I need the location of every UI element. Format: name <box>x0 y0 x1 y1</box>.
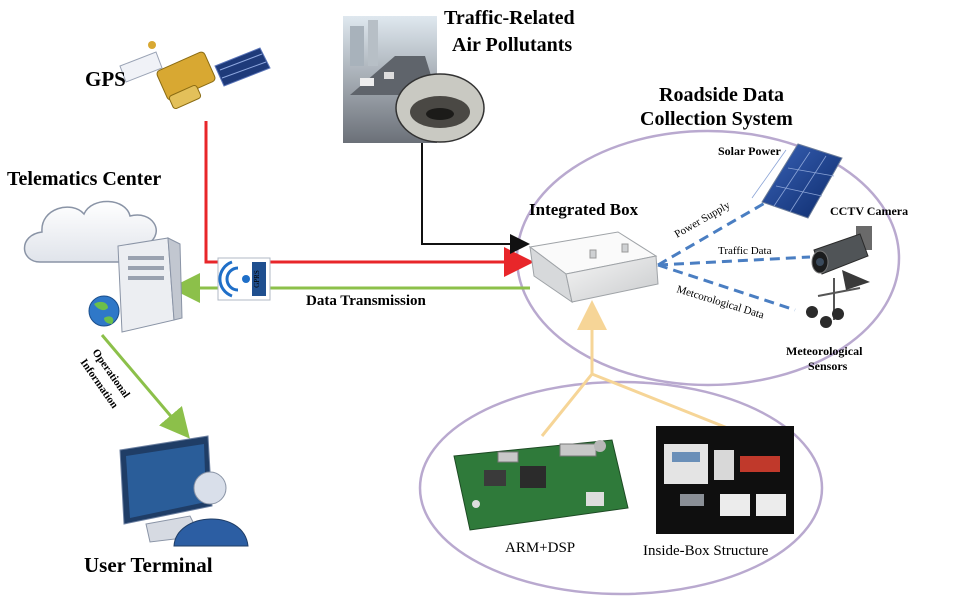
arm-dsp-label: ARM+DSP <box>505 540 575 556</box>
arm-dsp-board-image <box>453 439 629 531</box>
satellite-icon <box>119 41 271 110</box>
pollutants-title-line1: Traffic-Related <box>444 7 575 29</box>
meteorological-sensors-line2: Sensors <box>808 359 848 373</box>
monitor-icon <box>119 435 213 543</box>
roadside-title-line1: Roadside Data <box>659 84 784 106</box>
roadside-title-line2: Collection System <box>640 108 793 130</box>
hardware-ellipse <box>418 380 824 596</box>
traffic-road-image <box>343 16 485 143</box>
gps-label: GPS <box>85 67 126 91</box>
traffic-data-label: Traffic Data <box>718 245 772 257</box>
solar-panel-image <box>751 143 843 219</box>
integrated-box-label: Integrated Box <box>529 200 639 219</box>
gprs-icon <box>217 257 271 301</box>
cctv-camera-label: CCTV Camera <box>830 204 908 218</box>
power-supply-link <box>657 198 771 267</box>
user-icon <box>173 471 249 547</box>
globe-icon <box>88 295 120 327</box>
gps-link <box>204 121 534 277</box>
gprs-label: GPRS <box>253 270 261 288</box>
meteorological-data-label: Metcorological Data <box>675 283 765 321</box>
data-transmission-label: Data Transmission <box>306 293 427 309</box>
pollutants-title-line2: Air Pollutants <box>452 34 572 56</box>
inside-box-image <box>656 426 794 534</box>
user-terminal-label: User Terminal <box>84 553 213 577</box>
power-supply-label: Power Supply <box>673 199 733 241</box>
traffic-data-link <box>657 255 811 267</box>
meteorological-data-link <box>657 263 796 312</box>
cctv-camera-image <box>811 226 872 275</box>
solar-power-label: Solar Power <box>718 144 781 158</box>
telematics-title: Telematics Center <box>7 168 161 190</box>
meteorological-sensors-line1: Meteorological <box>786 344 863 358</box>
operational-info-link <box>100 334 190 439</box>
inside-box-label: Inside-Box Structure <box>643 543 769 559</box>
server-icon <box>117 237 183 333</box>
meteorological-sensor-image <box>806 270 870 328</box>
pollutant-link <box>421 143 530 254</box>
integrated-box-image <box>528 231 659 304</box>
